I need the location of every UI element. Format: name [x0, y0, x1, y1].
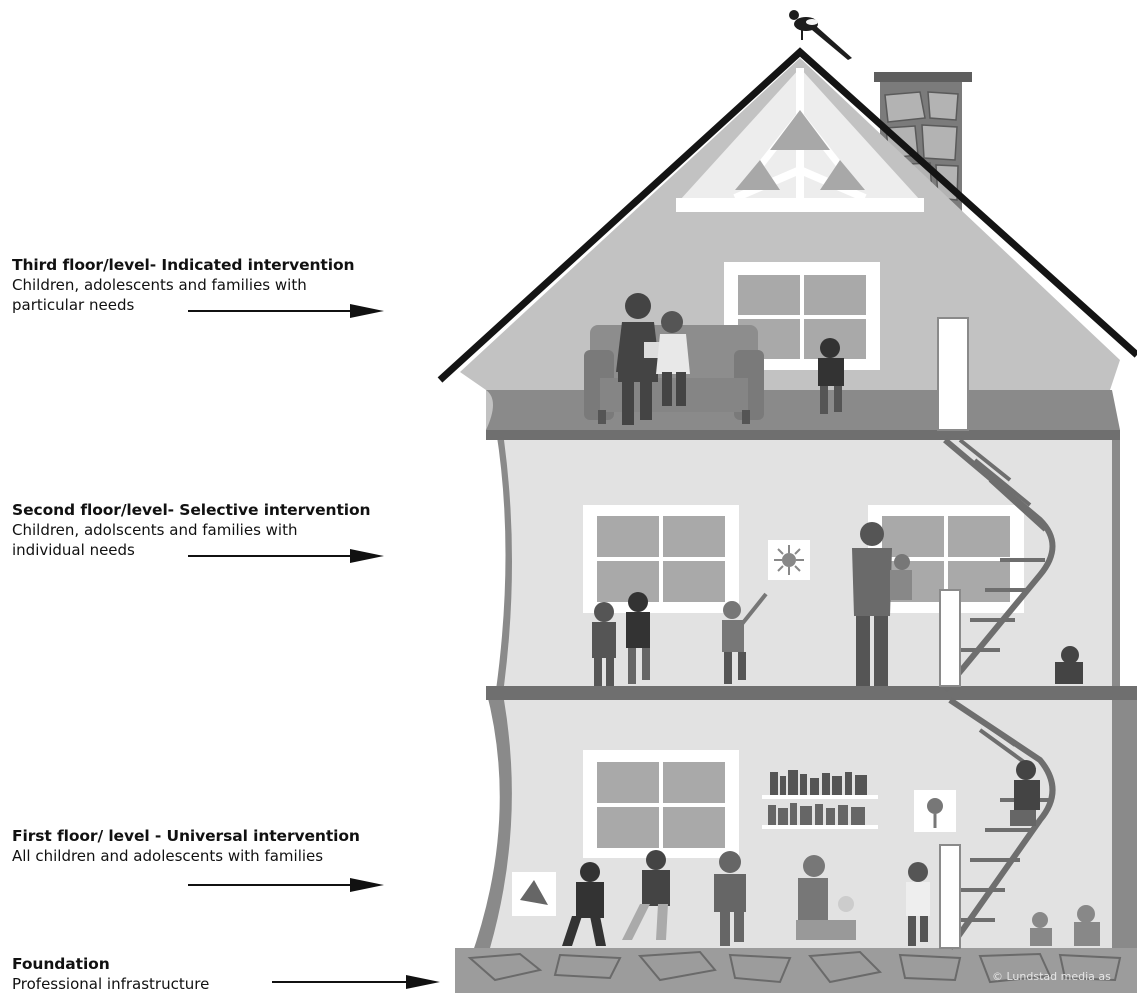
bird-icon	[789, 10, 852, 60]
foundation-arrow	[272, 975, 440, 989]
third-floor-title: Third floor/level- Indicated interventio…	[12, 256, 355, 274]
bookshelf	[762, 770, 878, 829]
person-child-on-sofa	[656, 311, 690, 406]
first-floor-label: First floor/ level - Universal intervent…	[12, 826, 360, 866]
first-floor-title: First floor/ level - Universal intervent…	[12, 827, 360, 845]
second-floor-slab	[486, 686, 1137, 700]
third-floor-desc-line2: particular needs	[12, 296, 135, 314]
second-floor-desc-line2: individual needs	[12, 541, 135, 559]
second-floor-arrow	[188, 549, 384, 563]
wall-picture-flower	[914, 790, 956, 832]
third-floor-desc-line1: Children, adolescents and families with	[12, 276, 307, 294]
wall-picture-kid-art	[512, 872, 556, 916]
second-floor-desc-line1: Children, adolscents and families with	[12, 521, 298, 539]
copyright-credit: © Lundstad media as	[992, 970, 1111, 983]
first-floor-window	[583, 750, 739, 858]
second-floor-label: Second floor/level- Selective interventi…	[12, 500, 371, 560]
foundation-stones	[455, 948, 1137, 993]
second-floor-title: Second floor/level- Selective interventi…	[12, 501, 371, 519]
first-floor-desc-line1: All children and adolescents with famili…	[12, 847, 324, 865]
children-second-floor	[592, 592, 1083, 686]
person-father-holding-baby	[852, 522, 912, 686]
children-first-floor	[562, 760, 1100, 946]
roof-gable	[676, 68, 924, 212]
roof-line	[437, 47, 1137, 383]
attic-floor-slab	[486, 430, 1120, 440]
first-floor-arrow	[188, 878, 384, 892]
third-floor-label: Third floor/level- Indicated interventio…	[12, 255, 355, 315]
second-floor-window-left	[583, 505, 739, 613]
foundation-title: Foundation	[12, 955, 110, 973]
staircase-lower	[939, 697, 1056, 950]
wall-picture-sun	[768, 540, 810, 580]
foundation-label: Foundation Professional infrastructure	[12, 954, 209, 994]
staircase-upper	[937, 317, 1056, 692]
foundation-desc-line1: Professional infrastructure	[12, 975, 210, 993]
person-toddler-attic	[818, 338, 844, 414]
third-floor-arrow	[188, 304, 384, 318]
attic-window	[724, 262, 880, 370]
